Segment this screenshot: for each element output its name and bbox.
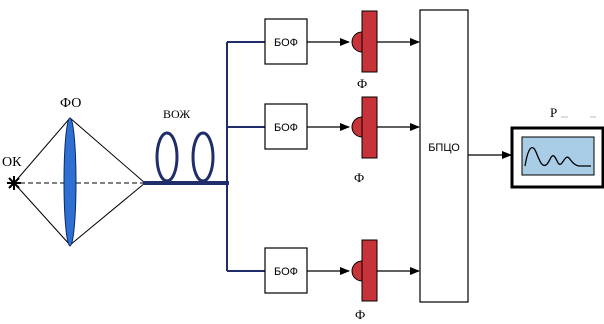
- detector-body-2: [361, 96, 378, 159]
- lens-shape: [63, 117, 77, 247]
- filter-block-1: [264, 18, 308, 65]
- fiber-loop-1: [155, 131, 179, 183]
- detector-label-2: Ф: [354, 170, 364, 185]
- ray-top-left: [13, 117, 71, 184]
- detector-body-1: [361, 10, 378, 73]
- monitor-screen: [521, 136, 595, 176]
- processing-unit: БПЦО: [419, 9, 512, 303]
- ray-bottom-left: [13, 182, 71, 246]
- filter-label-2: БОФ: [274, 122, 298, 134]
- source-object: ОК: [2, 155, 22, 190]
- fiber-bundle-label: ВОЖ: [163, 107, 190, 121]
- focusing-optics: ФО: [13, 96, 146, 247]
- fiber-bundle: ВОЖ: [143, 41, 265, 272]
- filter-block-2: [264, 103, 308, 150]
- channel-2: БОФ Ф: [264, 96, 420, 185]
- monitor-label: Р: [550, 105, 557, 120]
- detector-label-1: Ф: [357, 76, 367, 91]
- processing-label: БПЦО: [428, 142, 460, 154]
- detector-dome-3: [351, 260, 363, 282]
- detector-label-3: Ф: [355, 307, 365, 322]
- ray-top-right: [69, 117, 146, 184]
- filter-label-1: БОФ: [274, 37, 298, 49]
- monitor-waveform: [524, 147, 591, 167]
- filter-label-3: БОФ: [274, 266, 298, 278]
- filter-block-3: [264, 247, 308, 294]
- ray-bottom-right: [69, 182, 146, 246]
- fiber-loop-2: [191, 131, 215, 183]
- channel-1: БОФ Ф: [264, 10, 420, 91]
- detector-body-3: [361, 239, 378, 302]
- detector-dome-1: [351, 31, 363, 53]
- processing-block: [419, 9, 469, 303]
- detector-dome-2: [351, 116, 363, 138]
- channel-3: БОФ Ф: [264, 239, 420, 322]
- monitor-unit: Р: [510, 105, 604, 189]
- lens-label: ФО: [60, 96, 81, 111]
- source-label: ОК: [2, 155, 22, 170]
